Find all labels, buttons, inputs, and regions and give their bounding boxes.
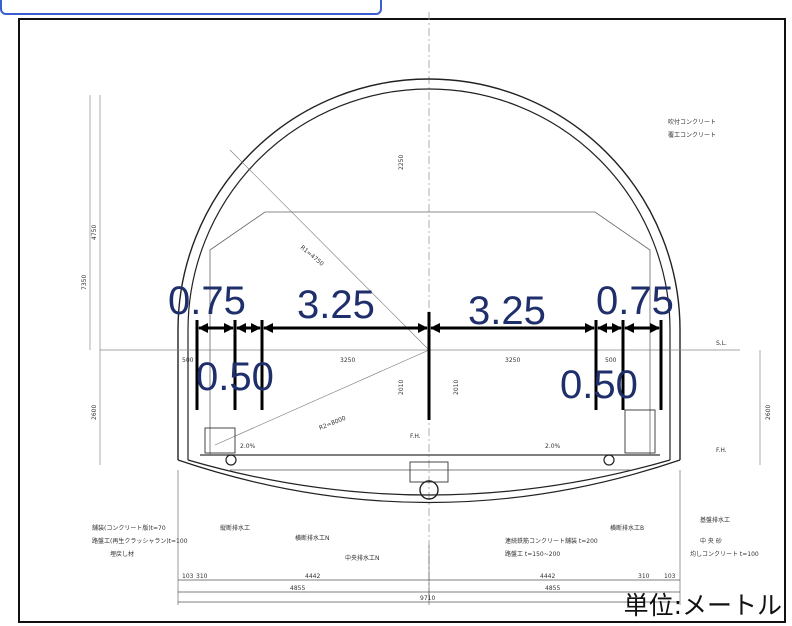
- central-drain: [419, 480, 439, 500]
- label-fh-right: F.H.: [716, 447, 727, 454]
- dim-left-shoulder: 0.75: [168, 279, 246, 323]
- label-pavement: 舗装(コンクリート版)t=70: [92, 524, 166, 532]
- dim-3250-right: 3250: [505, 357, 520, 364]
- label-transverse-drain-b: 横断排水工B: [610, 524, 644, 532]
- drain-box: [409, 461, 449, 483]
- invert-outer: [177, 459, 681, 504]
- sidewalk-right: [624, 409, 656, 454]
- dim-right-sidewalk: 0.50: [560, 363, 638, 407]
- label-4750: 4750: [91, 225, 98, 240]
- label-7350: 7350: [81, 275, 88, 290]
- dim-3250-left: 3250: [340, 357, 355, 364]
- dim-500-left: 500: [182, 357, 194, 364]
- dim-right-shoulder: 0.75: [596, 279, 674, 323]
- dim-left-sidewalk: 0.50: [196, 355, 274, 399]
- radius-line-1: [229, 149, 430, 351]
- label-transverse-drain: 横断排水工N: [295, 534, 330, 542]
- side-drain-right: [603, 454, 615, 466]
- label-crcp: 連続鉄筋コンクリート舗装 t=200: [505, 537, 598, 545]
- dim-4855-right: 4855: [545, 585, 560, 592]
- label-2010-right: 2010: [453, 380, 460, 395]
- dim-left-lane: 3.25: [297, 283, 375, 327]
- dim-310-right: 310: [638, 573, 650, 580]
- label-leveling-concrete: 均しコンクリート t=100: [690, 550, 759, 558]
- invert-inner: [187, 459, 671, 496]
- label-backfill: 埋戻し材: [110, 550, 134, 558]
- label-slope-left: 2.0%: [240, 443, 256, 450]
- label-longitudinal-drain: 縦断排水工: [220, 524, 250, 532]
- dim-4855-left: 4855: [290, 585, 305, 592]
- label-r2: R2=8000: [318, 415, 347, 432]
- label-2010-left: 2010: [398, 380, 405, 395]
- label-fh-center: F.H.: [410, 433, 421, 440]
- label-lining: 覆工コンクリート: [668, 132, 716, 139]
- label-central-drain: 中央排水工N: [345, 554, 380, 562]
- label-slope-right: 2.0%: [545, 443, 561, 450]
- inner-arch: [187, 88, 671, 460]
- label-shotcrete: 吹付コンクリート: [668, 118, 716, 126]
- overlay-bars: [195, 312, 663, 420]
- unit-label: 単位:メートル: [623, 591, 782, 620]
- label-roadbed: 路盤工(再生クラッシャラン)t=100: [92, 537, 188, 545]
- dim-310-left: 310: [196, 573, 208, 580]
- dim-103-right: 103: [664, 573, 676, 580]
- label-2600-left: 2600: [91, 405, 98, 420]
- label-r1: R1=4750: [299, 244, 325, 268]
- drawing-frame: [18, 18, 786, 623]
- title-tab: [0, 0, 382, 15]
- label-sl: S.L.: [716, 340, 727, 347]
- dim-500-right: 500: [605, 357, 617, 364]
- sidewalk-left: [204, 427, 236, 454]
- outer-arch: [177, 78, 681, 460]
- dim-4442-left: 4442: [305, 573, 320, 580]
- clearance-envelope: [209, 211, 651, 455]
- label-subbase: 路盤工 t=150~200: [505, 550, 560, 558]
- label-2600-right: 2600: [765, 405, 772, 420]
- side-drain-left: [225, 454, 237, 466]
- label-base-drain: 基盤排水工: [700, 516, 730, 524]
- dim-103-left: 103: [182, 573, 194, 580]
- label-2250: 2250: [398, 155, 405, 170]
- dim-4442-right: 4442: [540, 573, 555, 580]
- dim-9710: 9710: [420, 595, 435, 602]
- dim-right-lane: 3.25: [468, 289, 546, 333]
- radius-line-2: [214, 349, 430, 446]
- label-center-sand: 中 央 砂: [700, 537, 722, 545]
